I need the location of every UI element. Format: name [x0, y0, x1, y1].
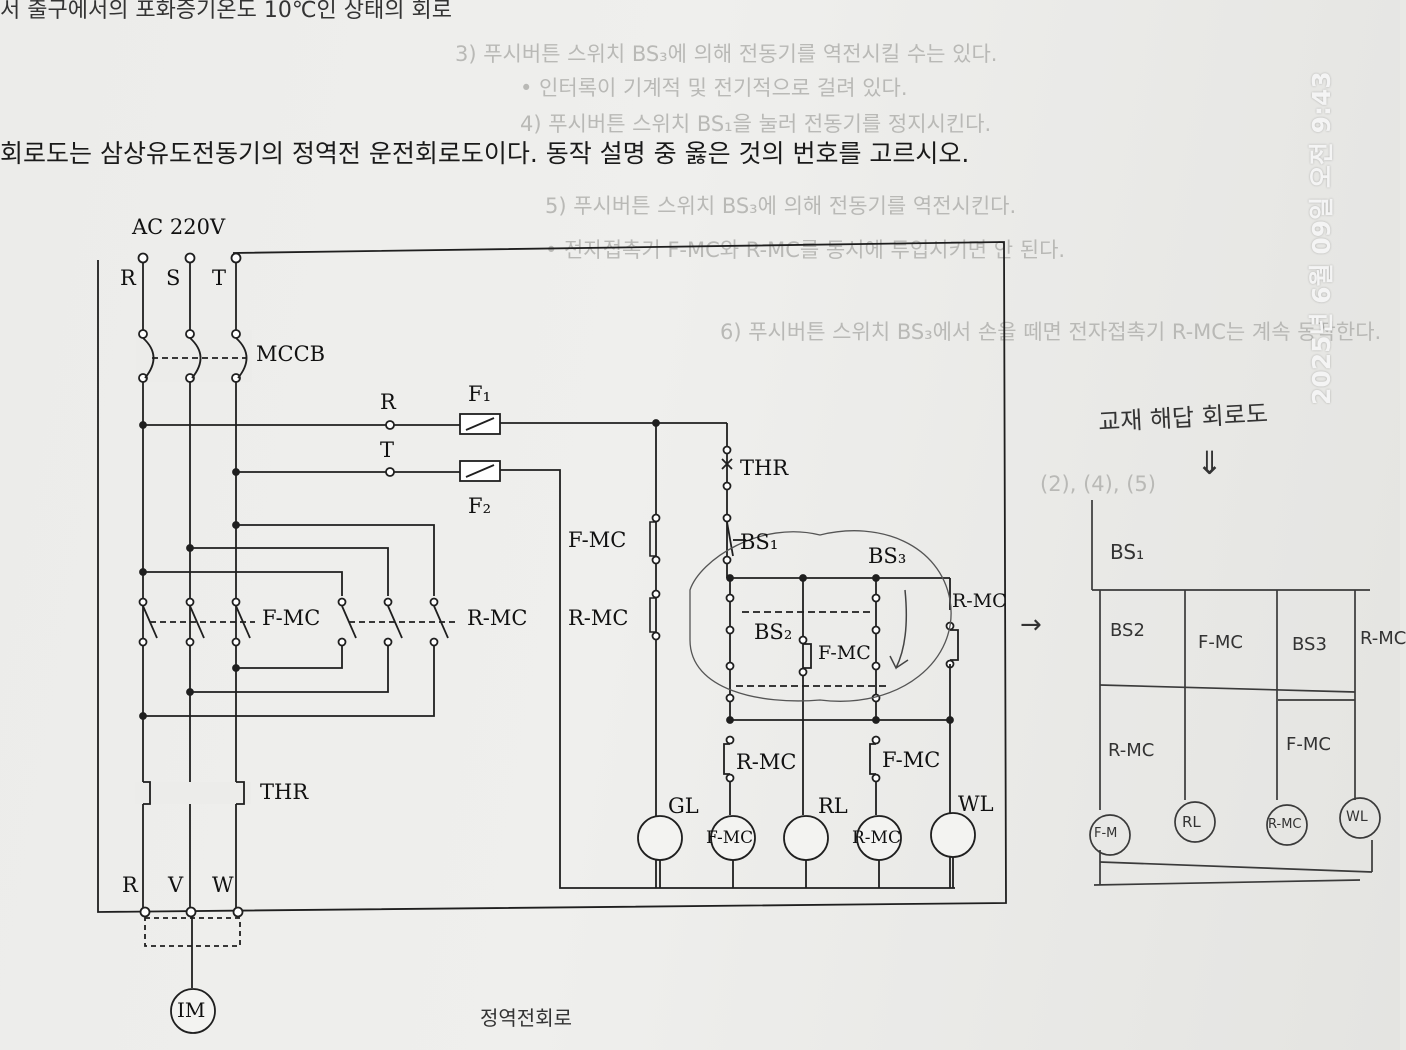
motor-label: IM	[177, 998, 206, 1022]
photo-timestamp: 2025년 6월 09일 오전 9:43	[1307, 71, 1336, 405]
r-mc-main-label: R-MC	[467, 606, 528, 630]
thr-main-element	[135, 781, 251, 805]
hand-load-wl: WL	[1346, 809, 1368, 825]
question-text: 회로도는 삼상유도전동기의 정역전 운전회로도이다. 동작 설명 중 옳은 것의…	[0, 139, 970, 168]
lamp-wl-label: WL	[958, 792, 994, 816]
hand-load-fm: F-M	[1094, 826, 1118, 841]
r-mc-interlock-contact	[723, 735, 735, 783]
f-mc-interlock-label: F-MC	[882, 748, 941, 772]
ghost-line-6: 6) 푸시버튼 스위치 BS₃에서 손을 떼면 전자접촉기 R-MC는 계속 동…	[720, 320, 1382, 344]
mccb-label: MCCB	[256, 342, 326, 366]
r-mc-aux-contact	[945, 621, 959, 669]
handwritten-side-arrow: →	[1020, 610, 1042, 640]
f-mc-left-label: F-MC	[568, 528, 627, 552]
f-mc-main-label: F-MC	[262, 606, 321, 630]
phase-r-label: R	[120, 266, 136, 290]
handwritten-circle	[689, 530, 952, 702]
r-mc-interlock-label: R-MC	[736, 750, 797, 774]
hand-bs1: BS₁	[1110, 540, 1145, 564]
hand-f-mc-lower: F-MC	[1286, 734, 1331, 755]
terminal-r-in	[137, 252, 149, 264]
diagram-caption: 정역전회로	[480, 1006, 572, 1030]
mccb-symbol	[136, 329, 252, 383]
lamp-gl	[637, 815, 683, 861]
handwritten-circuit	[1089, 500, 1381, 886]
header-top-line: 서 출구에서의 포화증기온도 10℃인 상태의 회로	[0, 0, 452, 23]
bs2-contact	[725, 593, 870, 703]
fuse-r-label: R	[380, 390, 396, 414]
r-mc-left-contact	[649, 589, 661, 641]
ghost-line-7: (2), (4), (5)	[1040, 472, 1156, 496]
terminal-s-in	[184, 252, 196, 264]
motor-im	[170, 988, 216, 1034]
hand-r-mc: R-MC	[1360, 628, 1406, 649]
fuse-f2-label: F₂	[468, 494, 491, 518]
hand-bs2: BS2	[1110, 620, 1145, 641]
ghost-line-2: • 인터록이 기계적 및 전기적으로 걸려 있다.	[520, 76, 908, 100]
terminal-r-label: R	[122, 873, 138, 897]
ghost-line-4: 5) 푸시버튼 스위치 BS₃에 의해 전동기를 역전시킨다.	[545, 194, 1017, 218]
main-r-mc-contacts	[143, 597, 455, 717]
coil-f-mc-label: F-MC	[706, 828, 754, 848]
f-mc-aux-label: F-MC	[818, 642, 871, 664]
thr-main-label: THR	[260, 780, 309, 804]
coil-r-mc-label: R-MC	[852, 828, 901, 848]
f-mc-left-contact	[649, 513, 661, 565]
ghost-line-3: 4) 푸시버튼 스위치 BS₁을 눌러 전동기를 정지시킨다.	[520, 112, 992, 136]
bs1-label: BS₁	[740, 530, 779, 554]
f-mc-interlock-contact	[869, 735, 881, 783]
terminal-w-label: W	[212, 873, 234, 897]
lamp-gl-label: GL	[668, 794, 699, 818]
lamp-wl	[930, 812, 976, 858]
hand-f-mc: F-MC	[1198, 632, 1243, 653]
thr-control-label: THR	[740, 456, 789, 480]
fuse-f1-label: F₁	[468, 382, 491, 406]
phase-s-label: S	[166, 266, 181, 290]
supply-label: AC 220V	[132, 215, 226, 239]
f-mc-aux-contact	[798, 635, 812, 677]
bs3-contact	[736, 593, 888, 703]
bs3-label: BS₃	[868, 544, 907, 568]
hand-r-mc-lower: R-MC	[1108, 740, 1155, 761]
ghost-line-1: 3) 푸시버튼 스위치 BS₃에 의해 전동기를 역전시킬 수는 있다.	[455, 42, 998, 66]
hand-load-rmc: R-MC	[1268, 817, 1302, 832]
bs1-contact	[722, 513, 746, 565]
handwritten-down-arrow: ⇓	[1196, 444, 1223, 482]
terminal-v-label: V	[168, 873, 184, 897]
hand-load-rl: RL	[1182, 813, 1201, 831]
r-mc-aux-label: R-MC	[952, 590, 1007, 612]
lamp-rl	[783, 815, 829, 861]
outer-frame-wire	[97, 241, 1007, 913]
bs2-label: BS₂	[754, 620, 793, 644]
r-mc-left-label: R-MC	[568, 606, 629, 630]
phase-t-label: T	[212, 266, 227, 290]
handwritten-arrow-bs3	[889, 589, 909, 670]
fuse-t-label: T	[380, 438, 395, 462]
thr-control-contact	[721, 445, 733, 491]
terminal-t-in	[230, 252, 242, 264]
main-f-mc-contacts	[138, 524, 435, 647]
hand-bs3: BS3	[1292, 634, 1327, 655]
lamp-rl-label: RL	[818, 794, 848, 818]
